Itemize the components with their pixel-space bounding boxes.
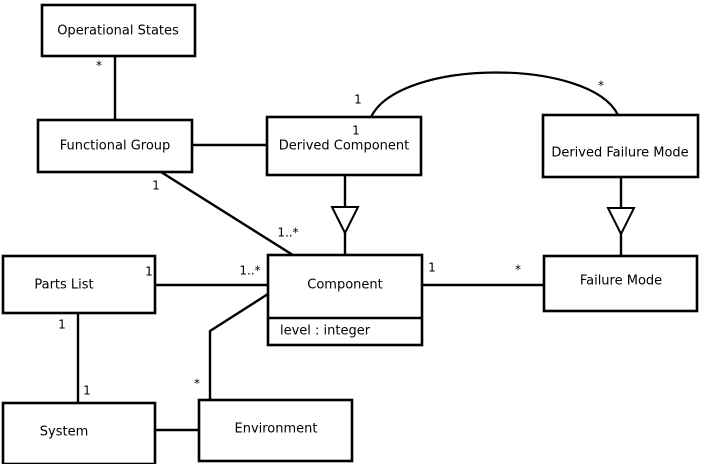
multiplicity-functional-group-component-near: 1 bbox=[152, 179, 160, 193]
class-rect-derived-failure-mode[interactable] bbox=[541, 113, 700, 179]
multiplicity-functional-group-derived-component: 1 bbox=[352, 124, 360, 138]
class-name-derived-failure-mode: Derived Failure Mode bbox=[551, 146, 688, 161]
class-box-operational-states[interactable]: Operational States bbox=[40, 3, 197, 58]
multiplicity-derived-failure-mode-arc-far: * bbox=[598, 79, 604, 93]
class-rect-system[interactable] bbox=[1, 401, 157, 464]
multiplicity-parts-list-system-near: 1 bbox=[58, 318, 66, 332]
generalization-triangle-derived-component-to-component[interactable] bbox=[330, 206, 360, 236]
class-box-parts-list[interactable]: Parts List bbox=[1, 254, 157, 315]
multiplicity-environment-component: * bbox=[194, 377, 200, 391]
class-box-derived-failure-mode[interactable]: Derived Failure Mode bbox=[541, 113, 700, 179]
generalizations-layer bbox=[330, 175, 636, 256]
multiplicity-labels-layer: * 1 1 1..* 1 * 1 1..* 1 * 1 1 * bbox=[58, 59, 604, 398]
multiplicity-parts-list-system-far: 1 bbox=[83, 384, 91, 398]
class-rect-derived-component[interactable] bbox=[265, 115, 423, 177]
association-derived-component-derived-failure-mode[interactable] bbox=[370, 71, 619, 118]
class-box-failure-mode[interactable]: Failure Mode bbox=[542, 254, 699, 313]
multiplicity-component-failure-mode-far: * bbox=[515, 263, 521, 277]
associations-layer bbox=[76, 56, 619, 432]
class-name-component: Component bbox=[307, 278, 382, 293]
class-name-failure-mode: Failure Mode bbox=[580, 274, 662, 289]
class-name-derived-component: Derived Component bbox=[279, 139, 410, 154]
class-rect-functional-group[interactable] bbox=[36, 118, 194, 174]
class-name-system: System bbox=[40, 425, 88, 440]
multiplicity-parts-list-component-far: 1..* bbox=[239, 264, 260, 278]
class-name-parts-list: Parts List bbox=[34, 278, 93, 293]
association-functional-group-component[interactable] bbox=[160, 170, 297, 259]
class-rect-parts-list[interactable] bbox=[1, 254, 157, 315]
class-name-environment: Environment bbox=[234, 422, 317, 437]
class-box-system[interactable]: System bbox=[1, 401, 157, 464]
class-rect-operational-states[interactable] bbox=[40, 3, 197, 58]
class-box-derived-component[interactable]: Derived Component bbox=[265, 115, 423, 177]
class-attribute-component-level: level : integer bbox=[280, 324, 371, 339]
class-name-operational-states: Operational States bbox=[57, 24, 179, 39]
class-box-functional-group[interactable]: Functional Group bbox=[36, 118, 194, 174]
classes-layer: Operational States Functional Group Deri… bbox=[1, 3, 700, 464]
association-environment-component[interactable] bbox=[208, 292, 269, 400]
multiplicity-derived-component-arc-near: 1 bbox=[354, 93, 362, 107]
class-rect-environment[interactable] bbox=[197, 398, 354, 463]
multiplicity-parts-list-component-near: 1 bbox=[145, 265, 153, 279]
class-rect-component[interactable] bbox=[266, 253, 424, 347]
class-box-environment[interactable]: Environment bbox=[197, 398, 354, 463]
class-box-component[interactable]: Component level : integer bbox=[266, 253, 424, 347]
class-name-functional-group: Functional Group bbox=[60, 139, 171, 154]
multiplicity-functional-group-component-far: 1..* bbox=[277, 226, 298, 240]
class-rect-failure-mode[interactable] bbox=[542, 254, 699, 313]
generalization-triangle-derived-failure-mode-to-failure-mode[interactable] bbox=[606, 207, 636, 237]
multiplicity-operational-states-near: * bbox=[96, 59, 102, 73]
multiplicity-component-failure-mode-near: 1 bbox=[428, 261, 436, 275]
